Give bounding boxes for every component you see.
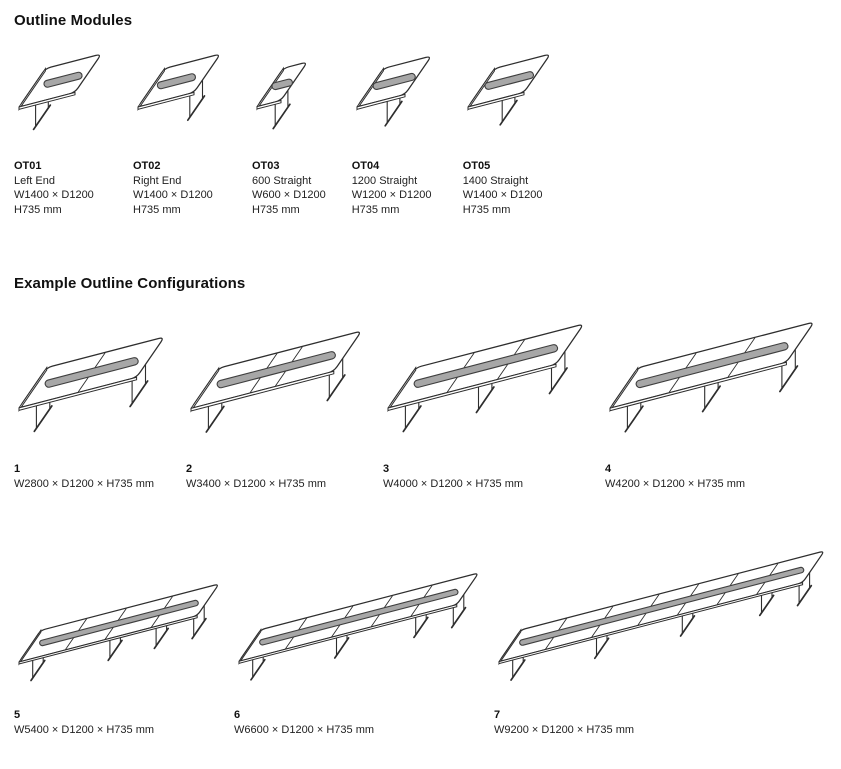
table-module-drawing bbox=[18, 54, 101, 131]
module-name: 1200 Straight bbox=[351, 174, 418, 187]
configuration-label: 7 W9200 × D1200 × H735 mm bbox=[494, 708, 830, 737]
configuration-dims: W4000 × D1200 × H735 mm bbox=[383, 477, 524, 490]
configuration-drawing-wrap bbox=[494, 525, 830, 695]
configuration-dims: W4200 × D1200 × H735 mm bbox=[605, 477, 746, 490]
configuration-label: 1 W2800 × D1200 × H735 mm bbox=[14, 462, 170, 491]
module-code: OT03 bbox=[252, 160, 280, 172]
module-name: 1400 Straight bbox=[462, 174, 529, 187]
module-cell: OT02 Right End W1400 × D1200 H735 mm bbox=[133, 46, 226, 217]
module-label: OT04 1200 Straight W1200 × D1200 H735 mm bbox=[352, 159, 437, 217]
module-dims: W1400 × D1200 bbox=[133, 189, 213, 201]
module-code: OT01 bbox=[14, 160, 42, 172]
configuration-label: 2 W3400 × D1200 × H735 mm bbox=[186, 462, 367, 491]
module-name: 600 Straight bbox=[252, 174, 312, 187]
configuration-dims: W5400 × D1200 × H735 mm bbox=[14, 723, 155, 736]
configuration-number: 7 bbox=[494, 709, 501, 721]
configuration-drawing-wrap bbox=[14, 525, 224, 695]
configuration-number: 5 bbox=[14, 709, 21, 721]
module-cell: OT04 1200 Straight W1200 × D1200 H735 mm bbox=[352, 46, 437, 217]
configuration-cell: 1 W2800 × D1200 × H735 mm bbox=[14, 309, 170, 491]
configuration-dims: W3400 × D1200 × H735 mm bbox=[186, 477, 327, 490]
module-height: H735 mm bbox=[462, 203, 511, 216]
table-configuration-drawing bbox=[387, 324, 583, 433]
configuration-dims: W6600 × D1200 × H735 mm bbox=[234, 723, 375, 736]
module-height: H735 mm bbox=[252, 203, 300, 216]
table-configuration-drawing bbox=[498, 551, 824, 681]
module-label: OT05 1400 Straight W1400 × D1200 H735 mm bbox=[463, 159, 556, 217]
module-dims: W1400 × D1200 bbox=[462, 189, 543, 201]
module-dims: W1400 × D1200 bbox=[14, 189, 94, 201]
configuration-dims: W9200 × D1200 × H735 mm bbox=[494, 723, 635, 736]
module-height: H735 mm bbox=[14, 203, 62, 216]
table-module-drawing bbox=[467, 54, 549, 126]
module-name: Left End bbox=[14, 174, 55, 187]
configuration-cell: 6 W6600 × D1200 × H735 mm bbox=[234, 525, 484, 737]
spec-sheet: Outline Modules OT01 Left End W1400 × D1… bbox=[14, 12, 827, 737]
module-cell: OT03 600 Straight W600 × D1200 H735 mm bbox=[252, 46, 326, 217]
configuration-drawing-wrap bbox=[14, 309, 170, 449]
configuration-cell: 3 W4000 × D1200 × H735 mm bbox=[383, 309, 589, 491]
module-name: Right End bbox=[133, 174, 182, 187]
configuration-number: 4 bbox=[605, 463, 612, 475]
modules-row: OT01 Left End W1400 × D1200 H735 mm OT02… bbox=[14, 46, 827, 217]
table-configuration-drawing bbox=[18, 584, 218, 682]
table-configuration-drawing bbox=[609, 322, 813, 433]
modules-section-title: Outline Modules bbox=[14, 12, 133, 29]
module-code: OT05 bbox=[462, 160, 491, 172]
module-label: OT03 600 Straight W600 × D1200 H735 mm bbox=[252, 159, 326, 217]
module-cell: OT05 1400 Straight W1400 × D1200 H735 mm bbox=[463, 46, 556, 217]
configuration-label: 3 W4000 × D1200 × H735 mm bbox=[383, 462, 589, 491]
module-dims: W1200 × D1200 bbox=[351, 189, 432, 201]
configuration-number: 1 bbox=[14, 463, 21, 475]
configuration-cell: 5 W5400 × D1200 × H735 mm bbox=[14, 525, 224, 737]
table-configuration-drawing bbox=[190, 331, 361, 433]
configuration-label: 5 W5400 × D1200 × H735 mm bbox=[14, 708, 224, 737]
module-label: OT01 Left End W1400 × D1200 H735 mm bbox=[14, 159, 107, 217]
configuration-cell: 2 W3400 × D1200 × H735 mm bbox=[186, 309, 367, 491]
module-drawing-wrap bbox=[352, 46, 437, 146]
configuration-drawing-wrap bbox=[234, 525, 484, 695]
module-height: H735 mm bbox=[351, 203, 400, 216]
configs-section-title: Example Outline Configurations bbox=[14, 275, 246, 292]
configuration-label: 6 W6600 × D1200 × H735 mm bbox=[234, 708, 484, 737]
configuration-cell: 7 W9200 × D1200 × H735 mm bbox=[494, 525, 830, 737]
module-drawing-wrap bbox=[463, 46, 556, 146]
module-cell: OT01 Left End W1400 × D1200 H735 mm bbox=[14, 46, 107, 217]
module-drawing-wrap bbox=[14, 46, 107, 146]
configuration-drawing-wrap bbox=[383, 309, 589, 449]
module-code: OT02 bbox=[133, 160, 161, 172]
module-label: OT02 Right End W1400 × D1200 H735 mm bbox=[133, 159, 226, 217]
configuration-number: 3 bbox=[383, 463, 390, 475]
configuration-drawing-wrap bbox=[605, 309, 820, 449]
table-module-drawing bbox=[256, 62, 307, 130]
configuration-label: 4 W4200 × D1200 × H735 mm bbox=[605, 462, 820, 491]
table-configuration-drawing bbox=[238, 573, 478, 681]
configurations-row-2: 5 W5400 × D1200 × H735 mm 6 W6600 × D120… bbox=[14, 525, 827, 737]
configuration-number: 2 bbox=[186, 463, 193, 475]
configuration-cell: 4 W4200 × D1200 × H735 mm bbox=[605, 309, 820, 491]
configuration-number: 6 bbox=[234, 709, 241, 721]
module-drawing-wrap bbox=[133, 46, 226, 146]
table-configuration-drawing bbox=[18, 337, 163, 433]
module-height: H735 mm bbox=[133, 203, 181, 216]
module-code: OT04 bbox=[351, 160, 380, 172]
configurations-row-1: 1 W2800 × D1200 × H735 mm 2 W3400 × D120… bbox=[14, 309, 827, 491]
module-dims: W600 × D1200 bbox=[252, 189, 326, 201]
module-drawing-wrap bbox=[252, 46, 326, 146]
table-module-drawing bbox=[137, 54, 220, 122]
configuration-dims: W2800 × D1200 × H735 mm bbox=[14, 477, 155, 490]
configuration-drawing-wrap bbox=[186, 309, 367, 449]
table-module-drawing bbox=[356, 56, 430, 127]
